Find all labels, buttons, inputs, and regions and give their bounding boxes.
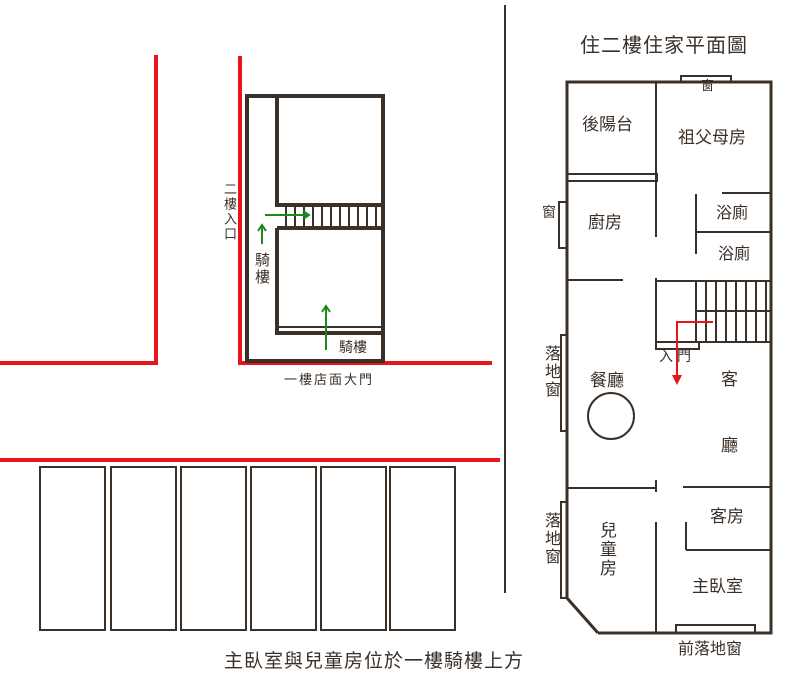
living-room-label-1: 客 <box>721 370 738 390</box>
entrance-label: 入門 <box>659 349 695 365</box>
arcade-side-label: 騎樓 <box>253 252 271 286</box>
bathroom-1-label: 浴廁 <box>716 203 749 222</box>
top-window-label: 窗 <box>701 79 715 94</box>
bathroom-2-label: 浴廁 <box>718 244 751 263</box>
entrance-red-arrow <box>672 321 713 385</box>
children-window-label: 落地窗 <box>542 512 561 566</box>
green-arrows <box>257 210 331 350</box>
second-floor-entrance-label: 二樓入口 <box>221 182 236 242</box>
dining-window-label: 落地窗 <box>542 345 561 399</box>
front-window-label: 前落地窗 <box>678 639 743 658</box>
shop-stairs <box>285 205 377 228</box>
guest-room-label: 客房 <box>710 507 744 527</box>
kitchen-label: 廚房 <box>588 213 622 233</box>
rear-balcony-label: 後陽台 <box>582 115 633 135</box>
road-lines <box>0 55 500 462</box>
master-bedroom-label: 主臥室 <box>692 577 743 597</box>
apartment-stairs <box>705 281 767 342</box>
arcade-front-label: 騎樓 <box>339 340 367 356</box>
living-room-label-2: 廳 <box>721 436 738 456</box>
shop-building <box>245 94 385 363</box>
parking-spaces <box>39 466 456 631</box>
grandparents-room-label: 祖父母房 <box>678 128 746 148</box>
shop-door-label: 一樓店面大門 <box>284 373 375 388</box>
kitchen-window-label: 窗 <box>542 205 556 221</box>
page-title: 住二樓住家平面圖 <box>580 33 748 57</box>
caption: 主臥室與兒童房位於一樓騎樓上方 <box>224 650 525 672</box>
children-room-label: 兒童房 <box>596 521 616 578</box>
dining-room-label: 餐廳 <box>590 371 624 391</box>
